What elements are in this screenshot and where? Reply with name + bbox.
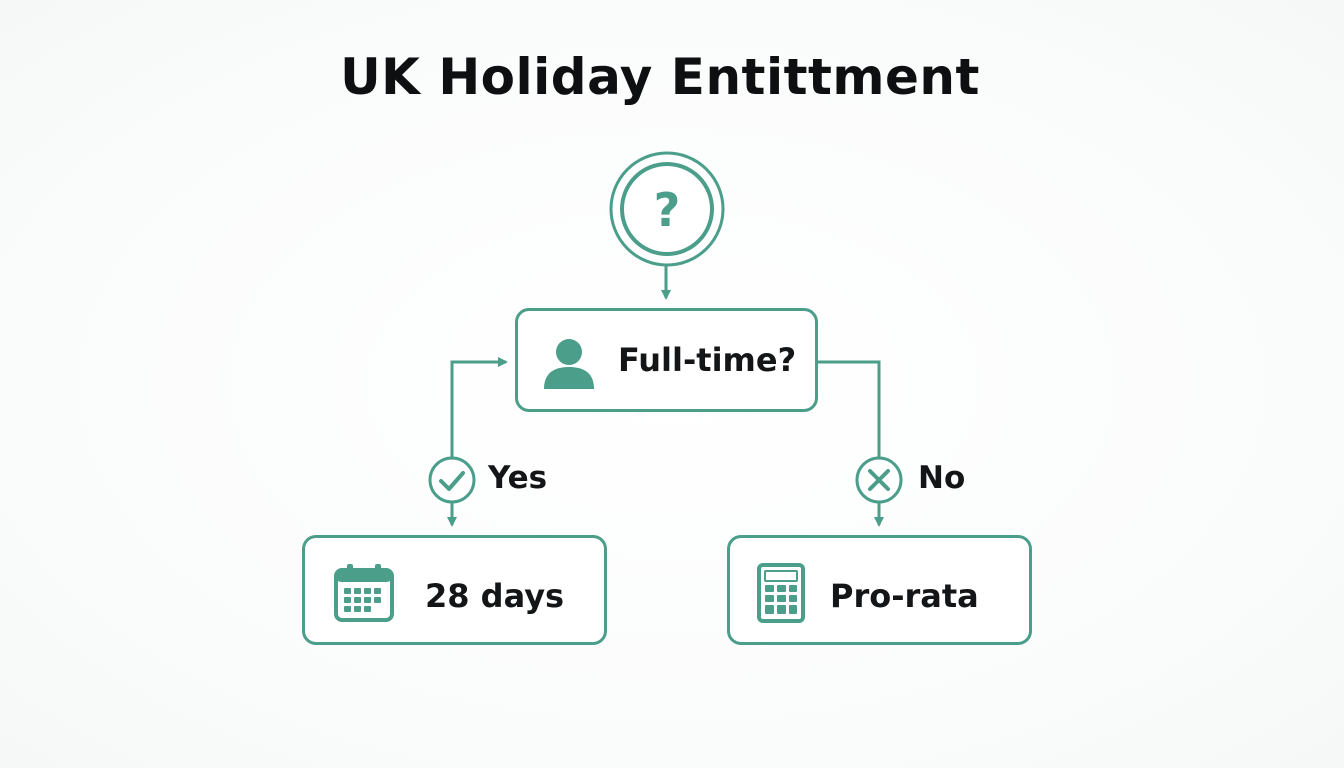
branch-label-no: No	[918, 460, 966, 496]
decision-node-full-time: Full-time?	[515, 308, 818, 412]
connector-yes-loop	[450, 357, 508, 458]
question-mark-symbol: ?	[654, 183, 681, 237]
branch-label-yes: Yes	[488, 460, 548, 496]
calendar-icon	[334, 564, 394, 622]
calculator-icon	[757, 563, 805, 623]
x-icon	[855, 456, 903, 504]
diagram-title: UK Holiday Entittment	[340, 48, 980, 106]
checkmark-icon	[428, 456, 476, 504]
person-icon	[544, 339, 594, 389]
connector-no-branch	[818, 360, 881, 457]
decision-label: Full-time?	[618, 341, 797, 379]
outcome-label-part-time: Pro-rata	[830, 577, 979, 615]
outcome-node-part-time: Pro-rata	[727, 535, 1032, 645]
outcome-label-full-time: 28 days	[425, 577, 565, 615]
question-mark-icon: ?	[609, 151, 725, 267]
outcome-node-full-time: 28 days	[302, 535, 607, 645]
